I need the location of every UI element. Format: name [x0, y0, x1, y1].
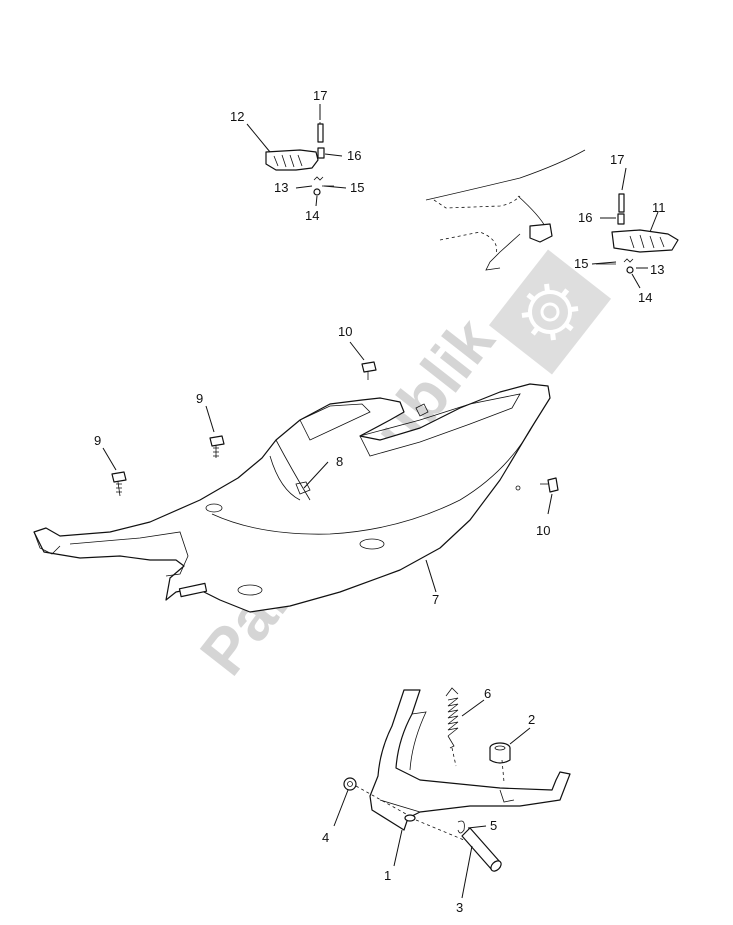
label-7: 7	[432, 592, 439, 607]
label-1: 1	[384, 868, 391, 883]
bolt-17-left	[317, 123, 324, 143]
stand-assembly	[343, 687, 571, 872]
label-17-right: 17	[610, 152, 624, 167]
gear-icon	[488, 249, 612, 375]
label-10-top: 10	[338, 324, 352, 339]
left-footrest-assembly	[265, 104, 334, 196]
label-4: 4	[322, 830, 329, 845]
label-17-left: 17	[313, 88, 327, 103]
label-14-left: 14	[305, 208, 319, 223]
pivot-pin-3	[461, 827, 502, 872]
label-12: 12	[230, 109, 244, 124]
washer-14-left	[313, 188, 321, 196]
label-9-right: 9	[196, 391, 203, 406]
label-10-right: 10	[536, 523, 550, 538]
part-labels: 17 12 16 13 15 14 17 16 11 15 13 14 10 9…	[94, 88, 666, 915]
label-15-left: 15	[350, 180, 364, 195]
label-8: 8	[336, 454, 343, 469]
footpeg-right	[611, 229, 679, 253]
screw-9-right	[209, 435, 225, 458]
label-5: 5	[490, 818, 497, 833]
right-footrest-assembly	[425, 149, 679, 274]
label-11: 11	[652, 200, 666, 215]
label-16-left: 16	[347, 148, 361, 163]
rubber-stop-2	[489, 742, 511, 764]
label-3: 3	[456, 900, 463, 915]
pin-16-right	[617, 213, 625, 225]
label-13-right: 13	[650, 262, 664, 277]
label-14-right: 14	[638, 290, 652, 305]
side-cover-panel	[33, 383, 551, 613]
screw-10-top	[361, 361, 377, 380]
pin-16-left	[317, 147, 325, 159]
label-6: 6	[484, 686, 491, 701]
label-2: 2	[528, 712, 535, 727]
frame-outline	[425, 149, 586, 201]
label-13-left: 13	[274, 180, 288, 195]
screw-10-right	[540, 477, 559, 493]
screw-9-left	[111, 471, 127, 497]
washer-14-right	[626, 266, 634, 274]
spring-6	[445, 687, 459, 749]
washer-4	[343, 777, 357, 791]
label-16-right: 16	[578, 210, 592, 225]
label-15-right: 15	[574, 256, 588, 271]
main-cover	[33, 383, 551, 613]
clip-5	[457, 820, 465, 834]
label-9-left: 9	[94, 433, 101, 448]
bolt-17-right	[618, 193, 625, 213]
stand-arm	[369, 689, 571, 831]
